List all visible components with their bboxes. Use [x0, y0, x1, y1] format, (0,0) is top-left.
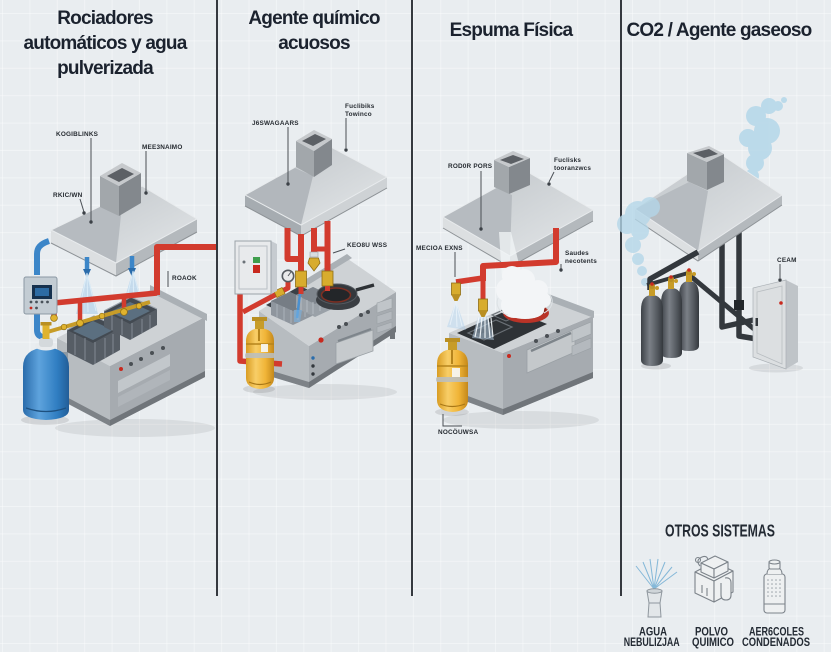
svg-text:KOGIBLINKS: KOGIBLINKS [56, 131, 99, 138]
svg-text:NOCÖUWSA: NOCÖUWSA [438, 427, 478, 436]
svg-text:POLVO: POLVO [695, 627, 728, 639]
svg-text:ROD0R PORS: ROD0R PORS [448, 163, 493, 170]
svg-text:MEE3NAIMO: MEE3NAIMO [142, 144, 183, 151]
svg-text:necotents: necotents [565, 258, 597, 265]
svg-text:tooranzwcs: tooranzwcs [554, 165, 591, 172]
svg-text:Fuclibiks: Fuclibiks [345, 103, 375, 110]
svg-text:J6SWAGAARS: J6SWAGAARS [252, 120, 299, 127]
svg-text:Saudes: Saudes [565, 250, 589, 257]
svg-text:Fuclisks: Fuclisks [554, 157, 581, 164]
svg-text:NEBULIZJAA: NEBULIZJAA [624, 637, 680, 649]
svg-text:Towinco: Towinco [345, 111, 372, 118]
svg-text:RKIC/WN: RKIC/WN [53, 192, 83, 199]
svg-text:AER6COLES: AER6COLES [749, 627, 804, 639]
svg-text:OTROS SISTEMAS: OTROS SISTEMAS [665, 521, 775, 541]
svg-text:KEO8U WSS: KEO8U WSS [347, 242, 388, 249]
svg-text:AGUA: AGUA [639, 627, 667, 639]
svg-text:ROAOK: ROAOK [172, 275, 197, 282]
svg-text:CEAM: CEAM [777, 257, 797, 264]
svg-text:QUIMICO: QUIMICO [692, 637, 734, 649]
svg-text:CONDENADOS: CONDENADOS [742, 637, 810, 649]
svg-text:MECIOA EXNS: MECIOA EXNS [416, 245, 463, 252]
